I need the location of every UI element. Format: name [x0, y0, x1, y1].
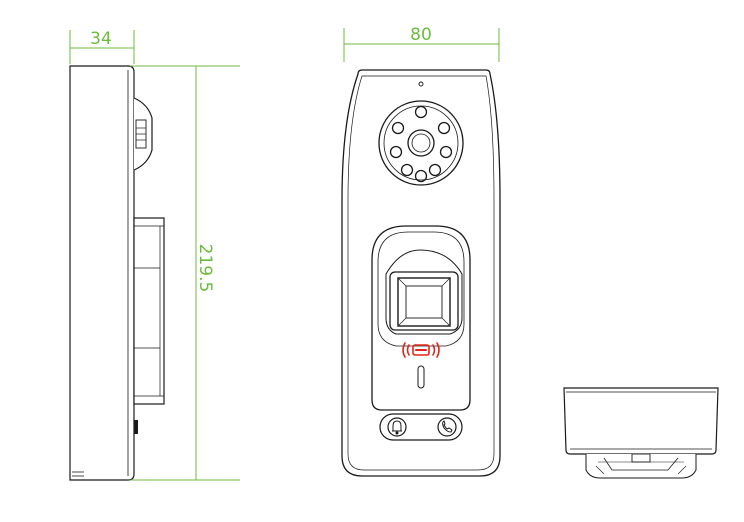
front-view [341, 69, 501, 477]
ir-led [437, 121, 451, 135]
ir-led [414, 169, 428, 183]
top-view-body [563, 387, 719, 455]
ir-led [428, 163, 442, 177]
top-view-mount [585, 454, 697, 479]
phone-icon [442, 420, 453, 433]
camera-top-sensor [414, 105, 428, 119]
microphone-hole [418, 81, 424, 87]
call-button[interactable] [437, 417, 457, 437]
depth-dimension-label: 34 [90, 29, 112, 49]
bell-icon [392, 420, 402, 435]
top-view [563, 387, 719, 479]
side-dimensions [69, 30, 240, 481]
ir-led [439, 145, 453, 159]
camera-lens [407, 129, 435, 157]
status-led [417, 365, 425, 389]
side-mount-box [133, 217, 165, 405]
camera-module [378, 100, 464, 186]
reader-panel [371, 225, 471, 411]
ir-led [400, 163, 414, 177]
front-view-body [341, 69, 501, 477]
rfid-waves-icon [402, 342, 440, 358]
bell-button[interactable] [387, 417, 407, 437]
width-dimension-label: 80 [410, 25, 432, 45]
buttons-bar [379, 413, 463, 441]
height-dimension-label: 219.5 [195, 244, 215, 293]
front-dimensions [343, 28, 500, 62]
side-view-body [69, 65, 135, 481]
ir-led [391, 121, 405, 135]
fingerprint-sensor [385, 249, 463, 335]
side-view [69, 65, 165, 481]
ir-led [389, 145, 403, 159]
